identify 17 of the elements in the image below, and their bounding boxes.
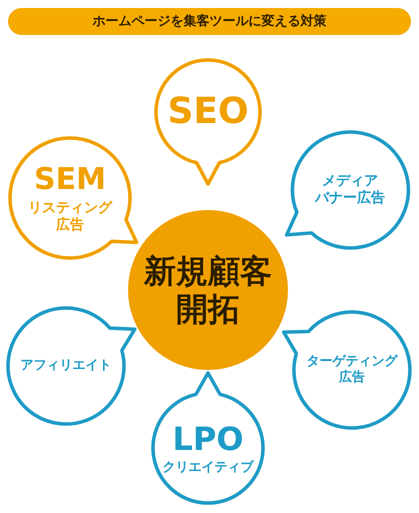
bubble-label: 新規顧客開拓 [144, 252, 272, 328]
bubble-label: メディアバナー広告 [314, 173, 385, 207]
speech-bubble [284, 130, 410, 250]
speech-bubble [282, 310, 412, 430]
acronym-heading: LPO [172, 420, 244, 458]
speech-bubble [154, 58, 262, 186]
center-circle [128, 210, 288, 370]
bubble-label: SEO [167, 90, 249, 134]
title-banner: ホームページを集客ツールに変える対策 [8, 8, 411, 35]
bubble-label: クリエイティブ [162, 460, 254, 476]
speech-bubble [6, 306, 137, 426]
acronym-heading: SEM [34, 162, 106, 198]
speech-bubble [8, 136, 138, 260]
speech-bubble [151, 371, 265, 505]
bubble-label: リスティング広告 [28, 200, 112, 234]
bubble-label: アフィリエイト [20, 358, 112, 374]
bubble-label: ターゲティング広告 [306, 354, 398, 386]
